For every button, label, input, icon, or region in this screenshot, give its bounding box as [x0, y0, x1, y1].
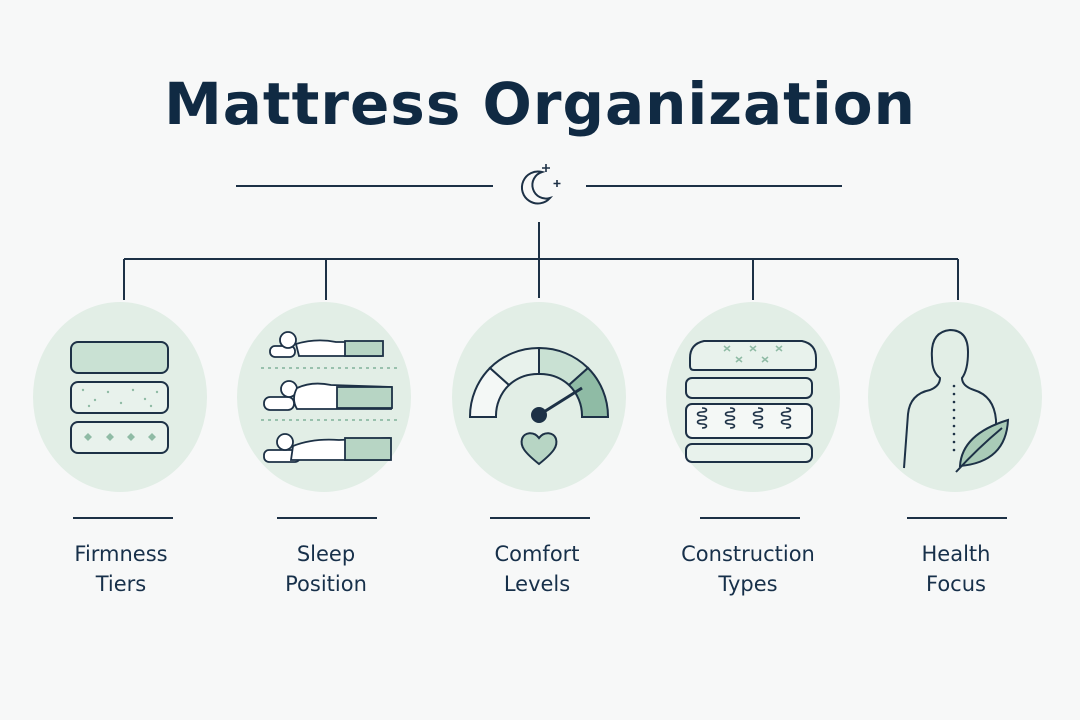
moon-stars-icon [520, 164, 561, 205]
layers-icon [70, 341, 169, 454]
body-leaf-icon [903, 328, 1010, 473]
underline-2 [277, 517, 377, 519]
underline-4 [700, 517, 800, 519]
underline-3 [490, 517, 590, 519]
sleep-position-node[interactable] [237, 302, 411, 492]
sleeper-icon [261, 331, 397, 463]
mattress-layers-icon [685, 340, 817, 463]
firmness-tiers-node[interactable] [33, 302, 207, 492]
page-title: Mattress Organization [164, 70, 916, 138]
comfort-levels-node[interactable] [452, 302, 626, 492]
underline-1 [73, 517, 173, 519]
health-focus-node[interactable] [868, 302, 1042, 492]
construction-types-node[interactable] [666, 302, 840, 492]
underline-5 [907, 517, 1007, 519]
gauge-icon [468, 346, 610, 466]
